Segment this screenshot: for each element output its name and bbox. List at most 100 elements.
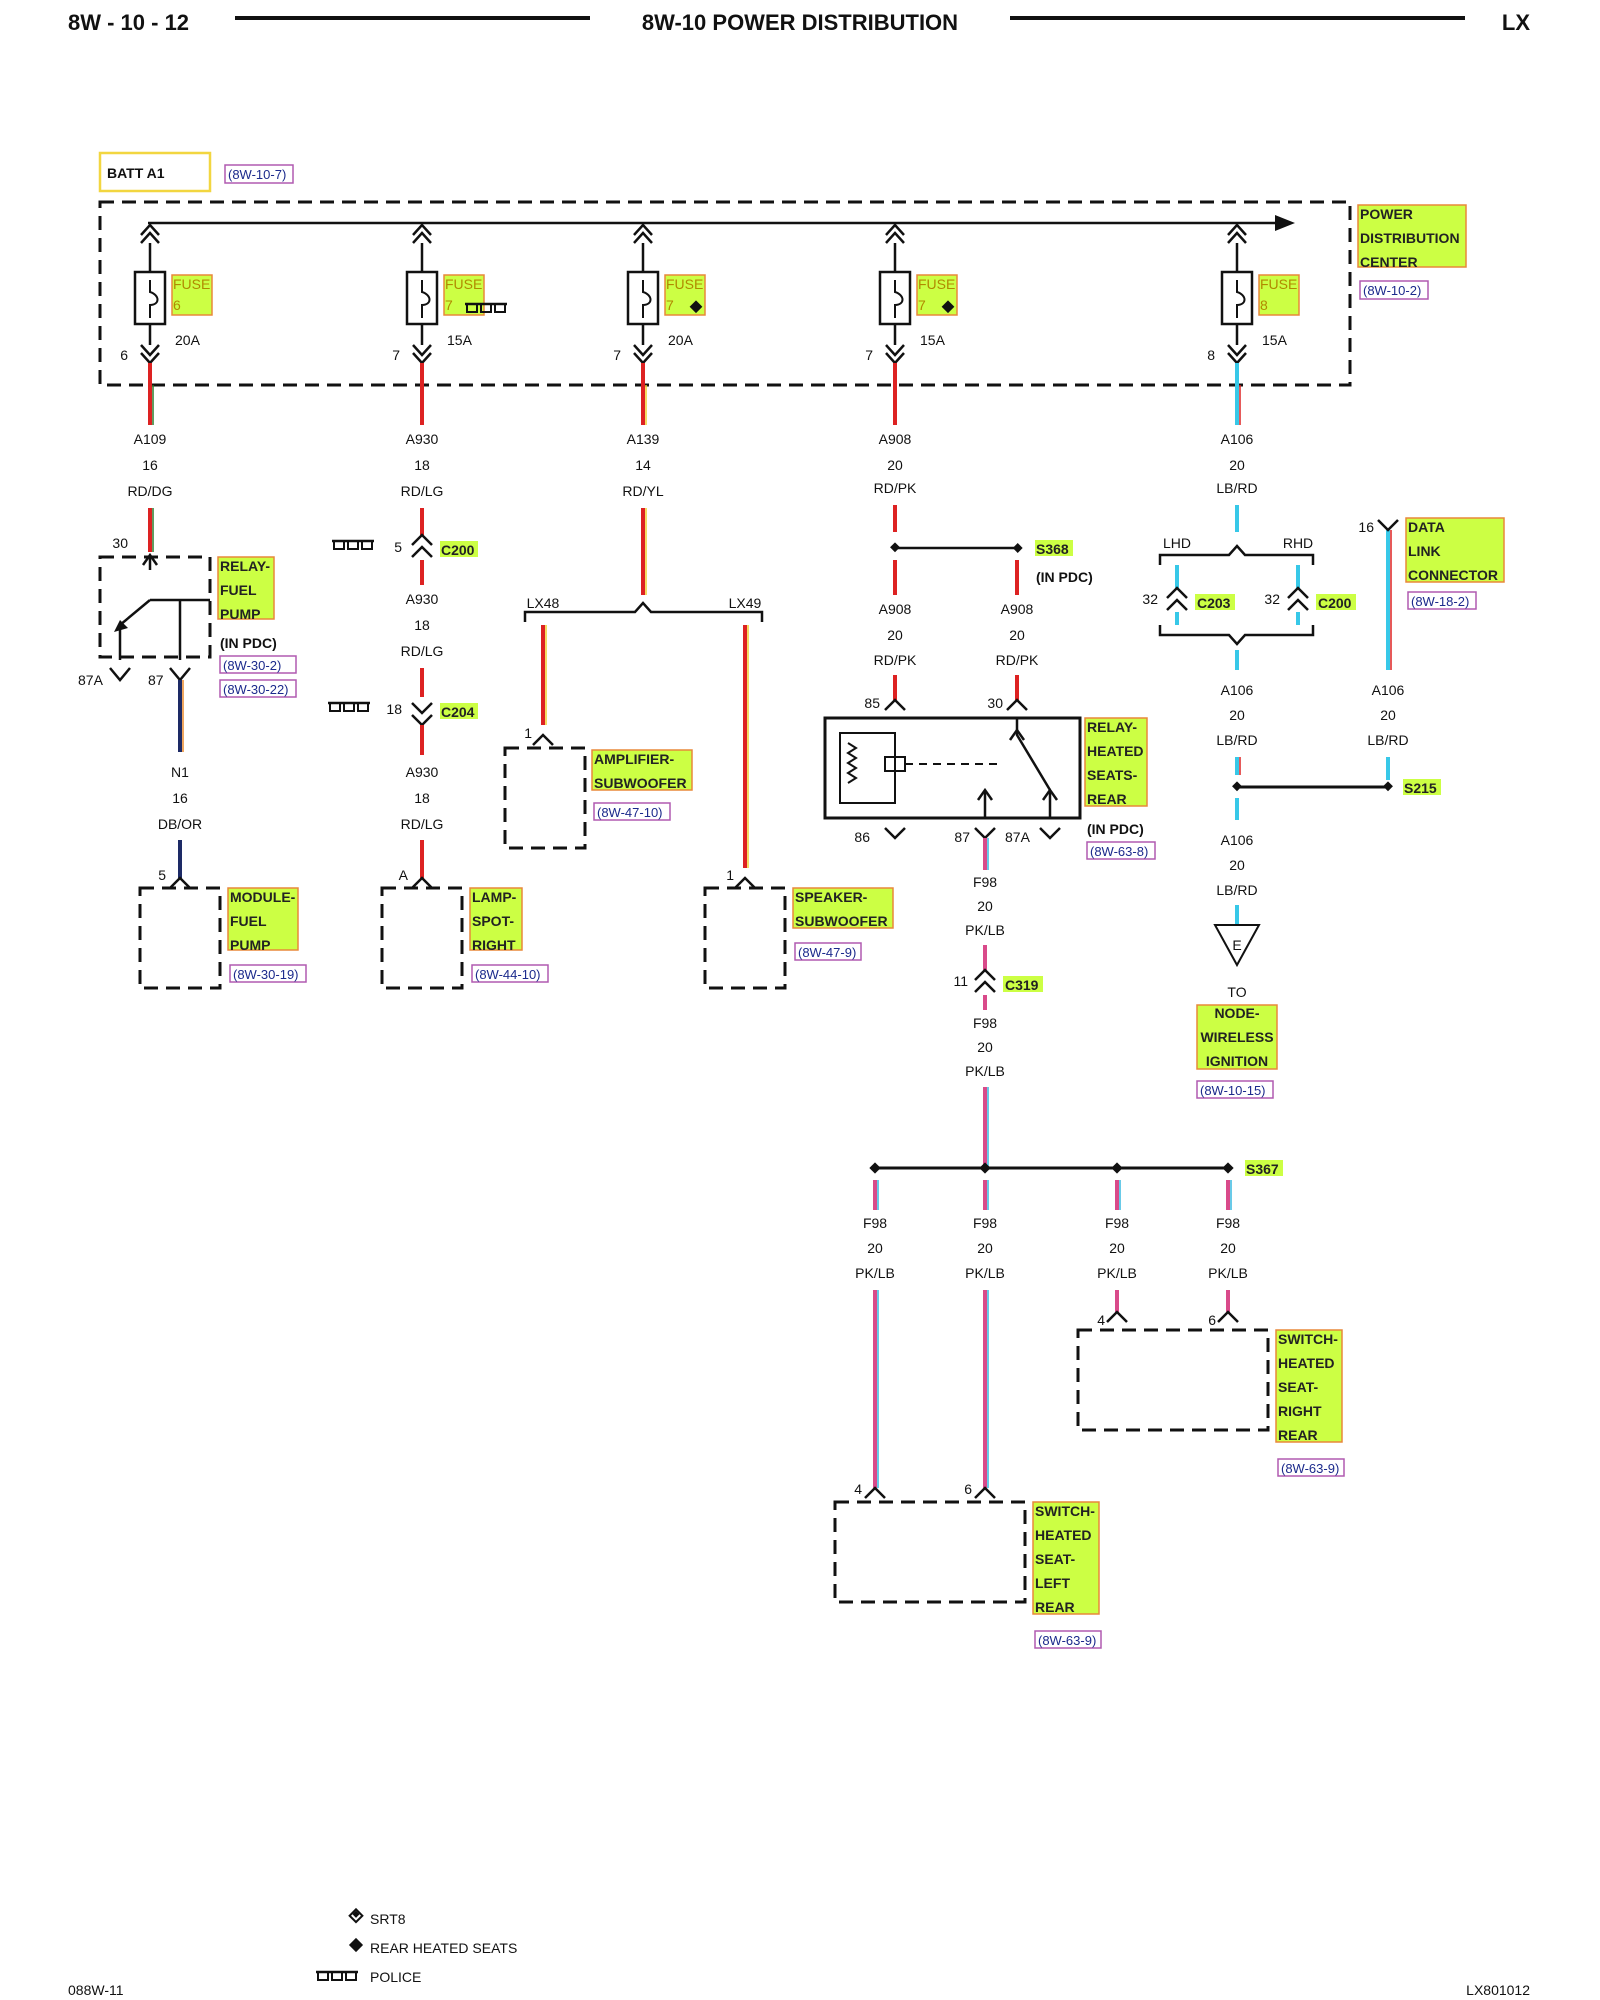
relay-fp-ref2-box (219, 679, 297, 698)
amp-ref[interactable]: (8W-47-10) (597, 805, 663, 820)
wire-a930c-color: RD/LG (401, 816, 444, 832)
fuse-bottom-connector-icon (412, 344, 432, 365)
amp-l2: SUBWOOFER (594, 775, 687, 791)
node-to: TO (1227, 984, 1246, 1000)
amp-pin: 1 (524, 725, 532, 741)
amplifier-subwoofer-box (503, 746, 587, 850)
wire-f98b-color: PK/LB (965, 1063, 1005, 1079)
wire-f98e-id: F98 (1105, 1215, 1129, 1231)
fuse-top-connector-icon (140, 223, 160, 244)
fuse-bottom-connector-icon (1227, 344, 1247, 365)
spk-ref[interactable]: (8W-47-9) (798, 945, 856, 960)
node-ref[interactable]: (8W-10-15) (1200, 1083, 1266, 1098)
wire-a930c-gauge: 18 (414, 790, 430, 806)
fuse-pin: 8 (1207, 347, 1215, 363)
relay-fp-arrow (141, 552, 159, 566)
relay-fp-pin30: 30 (112, 535, 128, 551)
legend-srt8: SRT8 (370, 1911, 406, 1927)
pdc-ref[interactable]: (8W-10-2) (1363, 283, 1421, 298)
s215-node-left (1232, 781, 1242, 792)
wire-a930b-color: RD/LG (401, 643, 444, 659)
fuse-bottom-connector-icon (140, 344, 160, 365)
lx-split-bracket (523, 601, 764, 622)
fuse-number: 7 (918, 297, 926, 313)
relay-hs-ref[interactable]: (8W-63-8) (1090, 844, 1148, 859)
fuse-number: 7 (445, 297, 453, 313)
s367-node (979, 1162, 991, 1174)
sw-right-ref[interactable]: (8W-63-9) (1281, 1461, 1339, 1476)
wire-a106a-gauge: 20 (1229, 457, 1245, 473)
lamp-ref[interactable]: (8W-44-10) (475, 967, 541, 982)
fuse-pin: 7 (613, 347, 621, 363)
wire-a930a-id: A930 (406, 431, 439, 447)
wire-a908a-color: RD/PK (874, 480, 917, 496)
wire-a930b-id: A930 (406, 591, 439, 607)
wire-f98c-color: PK/LB (855, 1265, 895, 1281)
sw-left-pin-marks (864, 1486, 996, 1499)
s367-node (1111, 1162, 1123, 1174)
node-label-bg (1196, 1004, 1278, 1070)
lamp-pin-mark (411, 876, 433, 889)
c204-connector-icon (411, 702, 433, 727)
wire-a908c-id: A908 (1001, 601, 1034, 617)
node-l1: NODE- (1214, 1005, 1259, 1021)
batt-ref[interactable]: (8W-10-7) (228, 167, 286, 182)
wire-f98a-id: F98 (973, 874, 997, 890)
wire-a908b-id: A908 (879, 601, 912, 617)
wire-a106a-color: LB/RD (1216, 480, 1257, 496)
fuse-bottom-connector-icon (885, 344, 905, 365)
wire-a930c-id: A930 (406, 764, 439, 780)
fuse-number: 8 (1260, 297, 1268, 313)
sw-right-l3: SEAT- (1278, 1379, 1319, 1395)
c200-label: C200 (441, 542, 475, 558)
police-icon (465, 302, 507, 313)
relay-hs-arrow (1008, 727, 1026, 741)
s215-node-right (1383, 781, 1393, 792)
relay-fp-ref1[interactable]: (8W-30-2) (223, 658, 281, 673)
dlc-l2: LINK (1408, 543, 1441, 559)
relay-fp-l2: FUEL (220, 582, 257, 598)
wire-a106c-color: LB/RD (1367, 732, 1408, 748)
wire-a908c-color: RD/PK (996, 652, 1039, 668)
fuse-amperage: 15A (1262, 332, 1288, 348)
wire-a930a-gauge: 18 (414, 457, 430, 473)
relay-fp-ref2[interactable]: (8W-30-22) (223, 682, 289, 697)
footer-left: 088W-11 (68, 1982, 124, 1998)
pdc-box (98, 200, 1352, 387)
spk-label-bg (792, 887, 894, 929)
relay-fp-label-bg (217, 556, 275, 620)
relay-hs-contact-arrows (976, 787, 1059, 801)
batt-box (98, 151, 212, 193)
module-fp-l3: PUMP (230, 937, 270, 953)
lamp-ref-box (471, 964, 549, 983)
fuse-bottom-connector-icon (633, 344, 653, 365)
relay-hs-pin86: 86 (854, 829, 870, 845)
lx49-label: LX49 (729, 595, 762, 611)
wire-a106d-gauge: 20 (1229, 857, 1245, 873)
relay-hs-input-marks (884, 698, 1028, 711)
fuse-label: FUSE (173, 276, 210, 292)
lamp-spot-right-box (380, 886, 464, 990)
wire-f98c-id: F98 (863, 1215, 887, 1231)
sw-left-l1: SWITCH- (1035, 1503, 1095, 1519)
relay-hs-note: (IN PDC) (1087, 821, 1144, 837)
dlc-ref[interactable]: (8W-18-2) (1411, 594, 1469, 609)
s367-nodes (869, 1162, 1234, 1210)
fuse-element-icon (421, 280, 431, 318)
pdc-label-2: DISTRIBUTION (1360, 230, 1460, 246)
fuse-group: FUSE620A6FUSE715A7FUSE720A7FUSE715A7FUSE… (120, 223, 1300, 385)
wire-a106b-color: LB/RD (1216, 732, 1257, 748)
c203-label: C203 (1197, 595, 1231, 611)
fuse-top-connector-icon (885, 223, 905, 244)
module-fp-ref[interactable]: (8W-30-19) (233, 967, 299, 982)
c200-label-bg (440, 541, 478, 557)
c203-pin: 32 (1142, 591, 1158, 607)
wire-a930b-gauge: 18 (414, 617, 430, 633)
spk-ref-box (794, 942, 862, 961)
sw-right-l1: SWITCH- (1278, 1331, 1338, 1347)
sw-left-ref[interactable]: (8W-63-9) (1038, 1633, 1096, 1648)
police-icon (328, 701, 370, 712)
fuse-amperage: 15A (920, 332, 946, 348)
lhd-label: LHD (1163, 535, 1191, 551)
